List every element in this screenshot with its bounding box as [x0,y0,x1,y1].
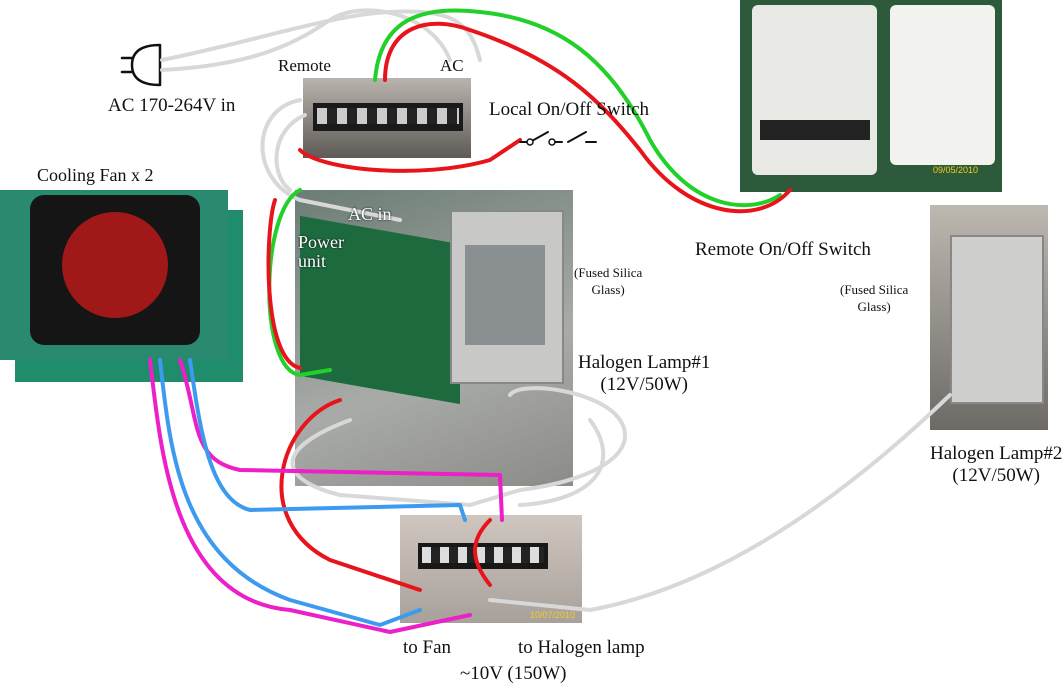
lamp2-spec: (12V/50W) [952,464,1041,486]
to-halogen-lamp-label: to Halogen lamp [518,637,645,658]
plug-icon [120,43,162,87]
halogen-lamp-1-label: Halogen Lamp#1 (12V/50W) [578,352,710,396]
ac-input-label: AC 170-264V in [108,95,236,116]
lamp1-name: Halogen Lamp#1 [578,352,711,373]
power-unit-label: Power unit [298,233,344,271]
photo-date-stamp: 09/05/2010 [933,165,979,175]
photo-date-stamp: 10/07/2010 [530,610,576,620]
power-ac-in-label: AC in [348,204,392,224]
remote-switch-label: Remote On/Off Switch [695,239,871,260]
power-unit-label-line2: unit [298,250,327,271]
output-voltage-label: ~10V (150W) [460,663,567,684]
fused-silica-label-2: (Fused Silica Glass) [840,282,908,316]
fused-silica-2-line1: (Fused Silica [840,282,909,297]
remote-ac-terminal-photo [303,78,471,158]
cooling-fan-label: Cooling Fan x 2 [37,165,154,185]
fused-silica-label-1: (Fused Silica Glass) [574,265,642,299]
ac-label: AC [440,56,464,75]
remote-label: Remote [278,56,331,75]
halogen-lamp-2-photo [930,205,1048,430]
fused-silica-1-line2: Glass) [591,281,625,297]
local-switch-label: Local On/Off Switch [489,99,650,120]
cooling-fan-photo [0,190,228,360]
lamp1-spec: (12V/50W) [600,373,689,395]
fused-silica-1-line1: (Fused Silica [574,265,643,280]
fused-silica-2-line2: Glass) [857,298,891,314]
to-fan-label: to Fan [403,637,452,658]
local-switch-icon [519,131,597,143]
power-unit-label-line1: Power [298,232,344,252]
output-terminal-photo: 10/07/2010 [400,515,582,623]
remote-switch-box-photo: 09/05/2010 [740,0,1002,192]
lamp2-name: Halogen Lamp#2 [930,443,1063,464]
halogen-lamp-2-label: Halogen Lamp#2 (12V/50W) [930,443,1062,487]
